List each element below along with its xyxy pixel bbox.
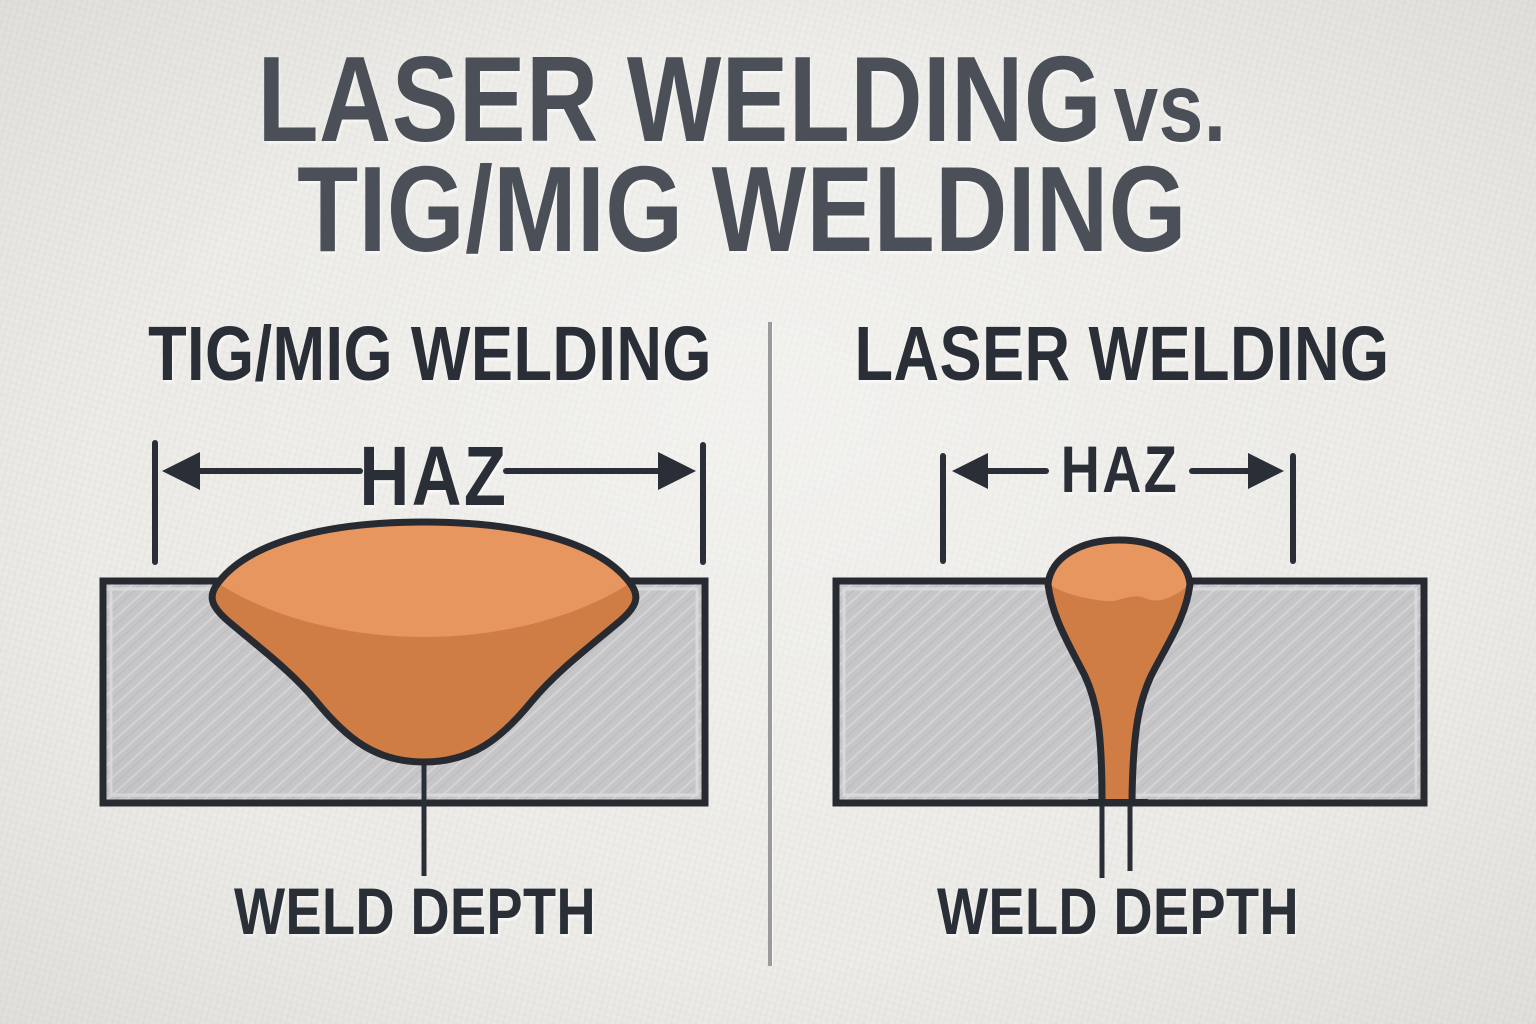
left-weld-depth-label: WELD DEPTH	[234, 874, 596, 948]
main-title-line2: TIG/MIG WELDING	[297, 141, 1187, 277]
left-panel-heading: TIG/MIG WELDING	[148, 311, 712, 397]
right-haz-arrowhead-left-icon	[952, 453, 988, 489]
left-weld-bead-cap-shading	[218, 522, 630, 637]
right-weld-cap-outline	[1044, 536, 1194, 588]
main-title-text-line1: LASER WELDING	[257, 31, 1103, 167]
left-haz-label: HAZ	[359, 429, 509, 523]
left-haz-arrowhead-right-icon	[658, 452, 696, 490]
right-weld-fusion-line-left	[1044, 580, 1106, 804]
main-title-vs: vs.	[1113, 52, 1227, 162]
left-haz-arrowhead-left-icon	[162, 452, 200, 490]
left-weld-bead-outline	[208, 518, 640, 766]
right-weld-bead-body	[1048, 540, 1190, 803]
left-haz-dimension	[152, 440, 706, 565]
right-haz-arrowhead-right-icon	[1248, 453, 1284, 489]
right-haz-label: HAZ	[1060, 432, 1180, 506]
right-weld-depth-label: WELD DEPTH	[937, 874, 1299, 948]
right-weld-diagram	[832, 453, 1428, 878]
panel-divider	[768, 322, 772, 966]
right-panel-heading: LASER WELDING	[854, 311, 1390, 397]
left-weld-diagram	[99, 440, 709, 876]
right-weld-bead-cap-shading	[1048, 540, 1190, 602]
right-weld-fusion-line-right	[1128, 580, 1194, 804]
right-haz-dimension	[940, 453, 1296, 564]
